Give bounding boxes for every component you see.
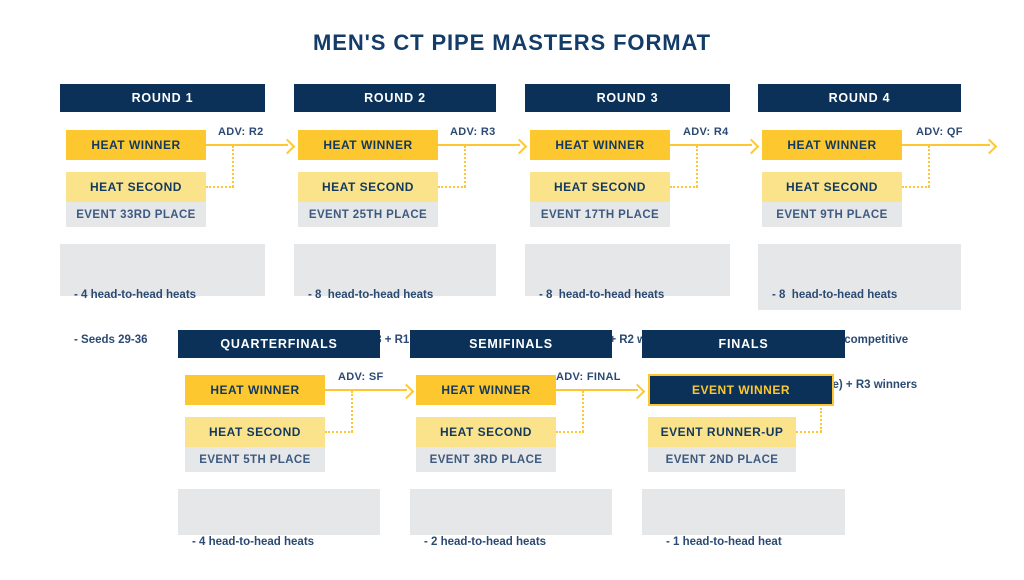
- advance-label-semifinals: ADV: FINAL: [556, 371, 621, 383]
- slot-heat-winner-round-2: HEAT WINNER: [298, 130, 438, 160]
- arrow-head-round-3: [743, 138, 760, 155]
- note-line: - 8 head-to-head heats: [539, 289, 665, 301]
- connector-advance-quarterfinals: [325, 389, 407, 391]
- connector-second-round-4: [902, 186, 930, 188]
- connector-drop-quarterfinals: [351, 391, 353, 432]
- advance-label-round-1: ADV: R2: [218, 126, 264, 138]
- connector-drop-round-1: [232, 146, 234, 187]
- note-line: - 2 head-to-head heats: [424, 536, 547, 548]
- placement-semifinals: EVENT 3RD PLACE: [416, 447, 556, 472]
- slot-event-runner-up-finals: EVENT RUNNER-UP: [648, 417, 796, 447]
- slot-heat-winner-semifinals: HEAT WINNER: [416, 375, 556, 405]
- placement-finals: EVENT 2ND PLACE: [648, 447, 796, 472]
- arrow-head-round-2: [511, 138, 528, 155]
- connector-advance-round-2: [438, 144, 520, 146]
- connector-drop-semifinals: [582, 391, 584, 432]
- note-line: - 8 head-to-head heats: [772, 289, 898, 301]
- connector-second-finals: [796, 431, 822, 433]
- connector-drop-finals: [820, 408, 822, 432]
- connector-advance-round-1: [206, 144, 288, 146]
- column-header-finals: FINALS: [642, 330, 845, 358]
- column-header-semifinals: SEMIFINALS: [410, 330, 612, 358]
- note-line: - Seeds 29-36: [74, 334, 148, 346]
- notes-round-3: - 8 head-to-head heats - Seeds 9-16 + R2…: [525, 244, 730, 346]
- connector-advance-semifinals: [556, 389, 638, 391]
- slot-heat-second-round-3: HEAT SECOND: [530, 172, 670, 202]
- placement-round-4: EVENT 9TH PLACE: [762, 202, 902, 227]
- connector-second-quarterfinals: [325, 431, 353, 433]
- column-header-round-1: ROUND 1: [60, 84, 265, 112]
- advance-label-quarterfinals: ADV: SF: [338, 371, 384, 383]
- connector-second-round-3: [670, 186, 698, 188]
- slot-heat-second-quarterfinals: HEAT SECOND: [185, 417, 325, 447]
- slot-heat-second-round-4: HEAT SECOND: [762, 172, 902, 202]
- arrow-head-round-1: [279, 138, 296, 155]
- slot-heat-winner-quarterfinals: HEAT WINNER: [185, 375, 325, 405]
- notes-round-2: - 8 head-to-head heats - Seeds 17-28 + R…: [294, 244, 496, 346]
- column-header-round-2: ROUND 2: [294, 84, 496, 112]
- notes-semifinals: - 2 head-to-head heats: [410, 489, 612, 548]
- column-header-quarterfinals: QUARTERFINALS: [178, 330, 380, 358]
- placement-round-1: EVENT 33RD PLACE: [66, 202, 206, 227]
- slot-heat-second-round-2: HEAT SECOND: [298, 172, 438, 202]
- connector-second-semifinals: [556, 431, 584, 433]
- notes-finals: - 1 head-to-head heat: [642, 489, 845, 548]
- slot-heat-winner-round-1: HEAT WINNER: [66, 130, 206, 160]
- connector-advance-round-4: [902, 144, 990, 146]
- placement-round-3: EVENT 17TH PLACE: [530, 202, 670, 227]
- advance-label-round-4: ADV: QF: [916, 126, 963, 138]
- page-title: MEN'S CT PIPE MASTERS FORMAT: [313, 30, 711, 55]
- note-line: - 4 head-to-head heats: [74, 289, 197, 301]
- advance-label-round-3: ADV: R4: [683, 126, 729, 138]
- note-line: - 1 head-to-head heat: [666, 536, 782, 548]
- placement-round-2: EVENT 25TH PLACE: [298, 202, 438, 227]
- connector-advance-round-3: [670, 144, 752, 146]
- notes-quarterfinals: - 4 head-to-head heats: [178, 489, 380, 548]
- arrow-head-quarterfinals: [398, 383, 415, 400]
- notes-round-4: - 8 head-to-head heats - Seeds 1-8 (*com…: [758, 244, 961, 391]
- connector-drop-round-3: [696, 146, 698, 187]
- slot-heat-winner-round-4: HEAT WINNER: [762, 130, 902, 160]
- note-line: - 4 head-to-head heats: [192, 536, 315, 548]
- slot-event-winner-finals: EVENT WINNER: [648, 374, 834, 406]
- advance-label-round-2: ADV: R3: [450, 126, 496, 138]
- column-header-round-3: ROUND 3: [525, 84, 730, 112]
- connector-drop-round-2: [464, 146, 466, 187]
- arrow-head-round-4: [981, 138, 998, 155]
- slot-heat-winner-round-3: HEAT WINNER: [530, 130, 670, 160]
- column-header-round-4: ROUND 4: [758, 84, 961, 112]
- slot-heat-second-round-1: HEAT SECOND: [66, 172, 206, 202]
- notes-round-1: - 4 head-to-head heats - Seeds 29-36: [60, 244, 265, 346]
- connector-second-round-2: [438, 186, 466, 188]
- connector-drop-round-4: [928, 146, 930, 187]
- slot-heat-second-semifinals: HEAT SECOND: [416, 417, 556, 447]
- placement-quarterfinals: EVENT 5TH PLACE: [185, 447, 325, 472]
- arrow-head-semifinals: [629, 383, 646, 400]
- connector-second-round-1: [206, 186, 234, 188]
- note-line: - 8 head-to-head heats: [308, 289, 434, 301]
